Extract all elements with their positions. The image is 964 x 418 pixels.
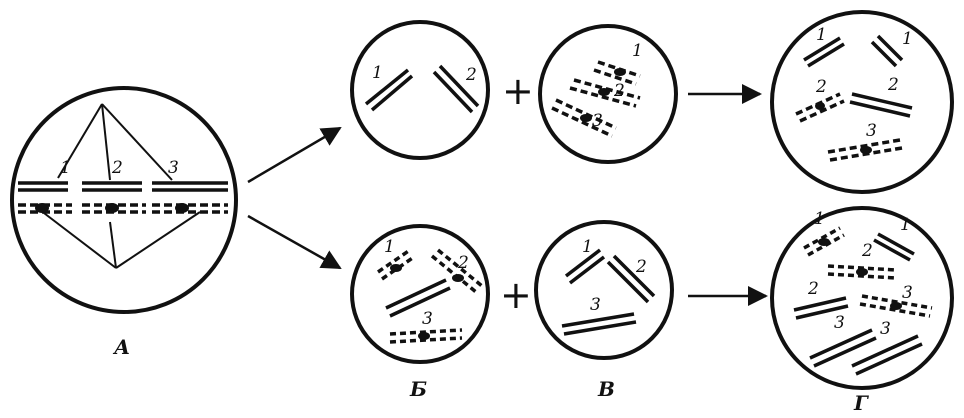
top-cell-1: 1 2	[350, 20, 490, 160]
cell-g-label-3b: 3	[834, 313, 845, 333]
top-cell-2-label-1: 1	[632, 41, 643, 61]
cell-g-label-2b: 2	[807, 279, 819, 299]
cell-a: 1 2 3 А	[10, 86, 238, 359]
cell-a-label-3: 3	[168, 158, 179, 178]
cell-v-caption: В	[597, 377, 615, 401]
plus-bottom: +	[500, 273, 532, 317]
arrow-a-to-top	[247, 126, 342, 184]
cell-v-label-2: 2	[635, 257, 647, 277]
top-cell-1-label-2: 2	[465, 65, 477, 85]
cell-b-label-2: 2	[457, 253, 469, 273]
top-cell-1-label-1: 1	[372, 63, 383, 83]
cell-a-chromosomes-lower	[18, 203, 228, 214]
cell-a-spindle	[39, 103, 201, 269]
cell-g-label-3c: 3	[880, 319, 891, 339]
arrow-a-to-bottom	[247, 214, 342, 270]
cell-a-centromeres	[35, 203, 189, 213]
top-result-label-2b: 2	[887, 75, 899, 95]
cell-g: 1 1 2 2 3 3 3 Г	[770, 206, 954, 415]
cell-a-label-2: 2	[111, 158, 123, 178]
cell-a-label-1: 1	[60, 158, 71, 178]
cell-v-label-1: 1	[582, 237, 593, 257]
cell-b: 1 2 3 Б	[350, 224, 490, 401]
cell-v: 1 2 3 В	[534, 220, 674, 401]
cell-g-label-3a: 3	[902, 283, 913, 303]
cell-b-label-3: 3	[422, 309, 433, 329]
cell-g-caption: Г	[853, 391, 869, 415]
top-cell-2: 1 2 3	[538, 24, 678, 164]
cell-b-label-1: 1	[384, 237, 395, 257]
cell-g-label-1a: 1	[814, 209, 825, 229]
cell-g-label-1b: 1	[900, 215, 911, 235]
top-result-label-3: 3	[866, 121, 877, 141]
cell-a-chromosomes-upper	[18, 181, 228, 192]
cell-g-label-2a: 2	[861, 241, 873, 261]
cell-b-caption: Б	[409, 377, 427, 401]
top-result-cell: 1 1 2 2 3	[770, 10, 954, 194]
top-result-label-2a: 2	[815, 77, 827, 97]
plus-top: +	[502, 69, 534, 113]
cell-a-membrane	[10, 86, 238, 314]
cell-v-label-3: 3	[590, 295, 601, 315]
top-result-label-1b: 1	[902, 29, 913, 49]
cell-a-caption: А	[112, 335, 130, 359]
top-result-label-1a: 1	[816, 25, 827, 45]
